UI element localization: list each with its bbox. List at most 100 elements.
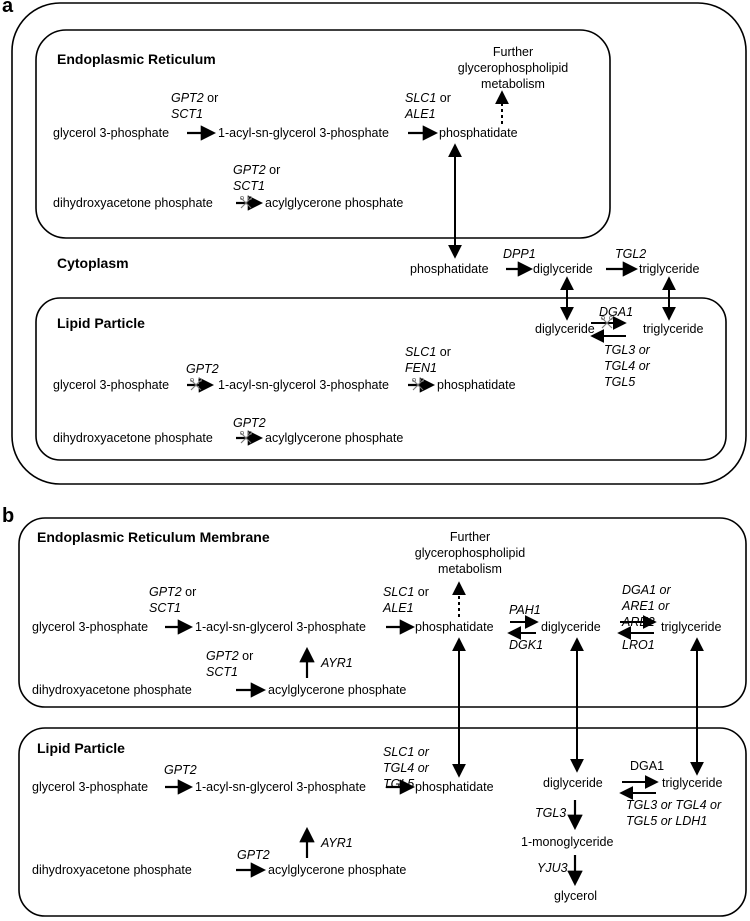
panel-a-label: a — [2, 0, 14, 17]
b-lp-dhap: dihydroxyacetone phosphate — [32, 863, 192, 877]
a-gpt2-label-3: GPT2 — [233, 163, 266, 177]
panel-a-cell-outline — [11, 2, 747, 485]
b-lp-g3p: glycerol 3-phosphate — [32, 780, 149, 794]
b-sct1-label: SCT1 — [149, 601, 181, 615]
a-lp-pa: phosphatidate — [437, 378, 516, 392]
a-tgl4-line: TGL4 or — [604, 359, 650, 373]
b-lp-tag: triglyceride — [662, 776, 723, 790]
a-or-label-3: or — [265, 163, 281, 177]
b-dgk1-label: DGK1 — [509, 638, 544, 652]
b-lp-lpa: 1-acyl-sn-glycerol 3-phosphate — [195, 780, 366, 794]
b-lp-pa-enz-line2: TGL4 or — [383, 761, 429, 775]
b-or-label-3: or — [238, 649, 254, 663]
a-lp-or-label: or — [436, 345, 451, 359]
b-lp-gpt2-label: GPT2 — [164, 763, 197, 777]
a-lp-dhap: dihydroxyacetone phosphate — [53, 431, 213, 445]
b-ale1-label: ALE1 — [383, 601, 414, 615]
b-tag-enz-line1: DGA1 or — [622, 583, 671, 597]
b-er-pa: phosphatidate — [415, 620, 494, 634]
panel-a-cytoplasm-title: Cytoplasm — [57, 255, 129, 271]
b-lp-mag: 1-monoglyceride — [521, 835, 614, 849]
a-gpt2-label: GPT2 — [171, 91, 204, 105]
b-gpt2-label: GPT2 — [149, 585, 182, 599]
a-er-lpa: 1-acyl-sn-glycerol 3-phosphate — [218, 126, 389, 140]
a-further-line3: metabolism — [481, 77, 545, 91]
b-enz-slc1-or-ale1: SLC1 or — [383, 585, 429, 600]
a-er-pa: phosphatidate — [439, 126, 518, 140]
panel-b-er-compartment — [18, 517, 747, 708]
b-further-line3: metabolism — [438, 562, 502, 576]
panel-b-label: b — [2, 505, 15, 527]
panel-b-er-title: Endoplasmic Reticulum Membrane — [37, 529, 270, 545]
b-slc1-label: SLC1 — [383, 585, 415, 599]
a-er-dhap: dihydroxyacetone phosphate — [53, 196, 213, 210]
b-pah1-label: PAH1 — [509, 603, 541, 617]
b-lp-pa-enz-line1: SLC1 or — [383, 745, 429, 759]
panel-a-lipid-particle-compartment — [35, 297, 727, 461]
b-lp-dag: diglyceride — [543, 776, 603, 790]
b-lp-tgl3-label: TGL3 — [535, 806, 567, 820]
b-er-lpa: 1-acyl-sn-glycerol 3-phosphate — [195, 620, 366, 634]
b-er-dag: diglyceride — [541, 620, 601, 634]
a-lp-gpt2-label-2: GPT2 — [233, 416, 266, 430]
a-or-label: or — [203, 91, 219, 105]
b-lp-glycerol: glycerol — [554, 889, 598, 903]
b-lp-ayr1-label: AYR1 — [321, 836, 353, 850]
b-ayr1-label: AYR1 — [321, 656, 353, 670]
a-further-line2: glycerophospholipid — [457, 61, 569, 75]
b-lp-yju3-label: YJU3 — [537, 861, 568, 875]
b-lp-lipases-line2: TGL5 or LDH1 — [626, 814, 708, 828]
b-lp-dga1-label: DGA1 — [630, 759, 665, 773]
a-lp-enz-slc1-or-fen1: SLC1 or — [405, 345, 451, 360]
panel-a-er-compartment — [35, 29, 611, 239]
b-er-tag: triglyceride — [661, 620, 722, 634]
b-er-acyl-dhap: acylglycerone phosphate — [268, 683, 407, 697]
b-lp-lipases-line1: TGL3 or TGL4 or — [626, 798, 722, 812]
b-enz-gpt2-or-sct1: GPT2 or — [149, 585, 196, 600]
a-lp-acyl-dhap: acylglycerone phosphate — [265, 431, 404, 445]
a-lp-gpt2-label: GPT2 — [186, 362, 219, 376]
a-lp-dag: diglyceride — [535, 322, 595, 336]
b-er-g3p: glycerol 3-phosphate — [32, 620, 149, 634]
b-lp-acyl-dhap: acylglycerone phosphate — [268, 863, 407, 877]
panel-a-lp-title: Lipid Particle — [57, 315, 145, 331]
b-lro1-label: LRO1 — [622, 638, 655, 652]
panel-a-er-title: Endoplasmic Reticulum — [57, 51, 216, 67]
b-lp-pa-enz-line3: TGL5 — [383, 777, 415, 791]
b-er-dhap: dihydroxyacetone phosphate — [32, 683, 192, 697]
panel-b-lipid-particle-compartment — [18, 727, 747, 917]
b-further-line2: glycerophospholipid — [414, 546, 526, 560]
a-sct1-label-3: SCT1 — [233, 179, 265, 193]
a-or-label-2: or — [436, 91, 451, 105]
a-dga1-label: DGA1 — [599, 305, 634, 319]
a-cyto-tag: triglyceride — [639, 262, 700, 276]
a-cyto-pa: phosphatidate — [410, 262, 489, 276]
a-er-acyl-dhap: acylglycerone phosphate — [265, 196, 404, 210]
a-sct1-label: SCT1 — [171, 107, 203, 121]
b-enz-gpt2-or-sct1-dhap: GPT2 or — [206, 649, 253, 664]
a-enz-slc1-or-ale1: SLC1 or — [405, 91, 451, 106]
b-lp-pa: phosphatidate — [415, 780, 494, 794]
b-tag-enz-line2: ARE1 or — [622, 599, 670, 613]
b-tag-enz-line3: ARE2 — [622, 615, 655, 629]
a-tgl2-label: TGL2 — [615, 247, 647, 261]
a-lp-g3p: glycerol 3-phosphate — [53, 378, 170, 392]
b-sct1-label-3: SCT1 — [206, 665, 238, 679]
a-further-line1: Further — [492, 45, 534, 59]
a-ale1-label: ALE1 — [405, 107, 436, 121]
b-further-line1: Further — [449, 530, 491, 544]
a-slc1-label: SLC1 — [405, 91, 437, 105]
b-gpt2-label-3: GPT2 — [206, 649, 239, 663]
panel-b-lp-title: Lipid Particle — [37, 740, 125, 756]
a-lp-lpa: 1-acyl-sn-glycerol 3-phosphate — [218, 378, 389, 392]
b-or-label: or — [181, 585, 197, 599]
b-or-label-2: or — [414, 585, 429, 599]
a-tgl5-line: TGL5 — [604, 375, 636, 389]
a-enz-gpt2-or-sct1-dhap: GPT2 or — [233, 163, 280, 178]
a-lp-tag: triglyceride — [643, 322, 704, 336]
a-lp-fen1-label: FEN1 — [405, 361, 437, 375]
a-dpp1-label: DPP1 — [503, 247, 536, 261]
b-lp-gpt2-label-2: GPT2 — [237, 848, 270, 862]
a-enz-gpt2-or-sct1: GPT2 or — [171, 91, 218, 106]
